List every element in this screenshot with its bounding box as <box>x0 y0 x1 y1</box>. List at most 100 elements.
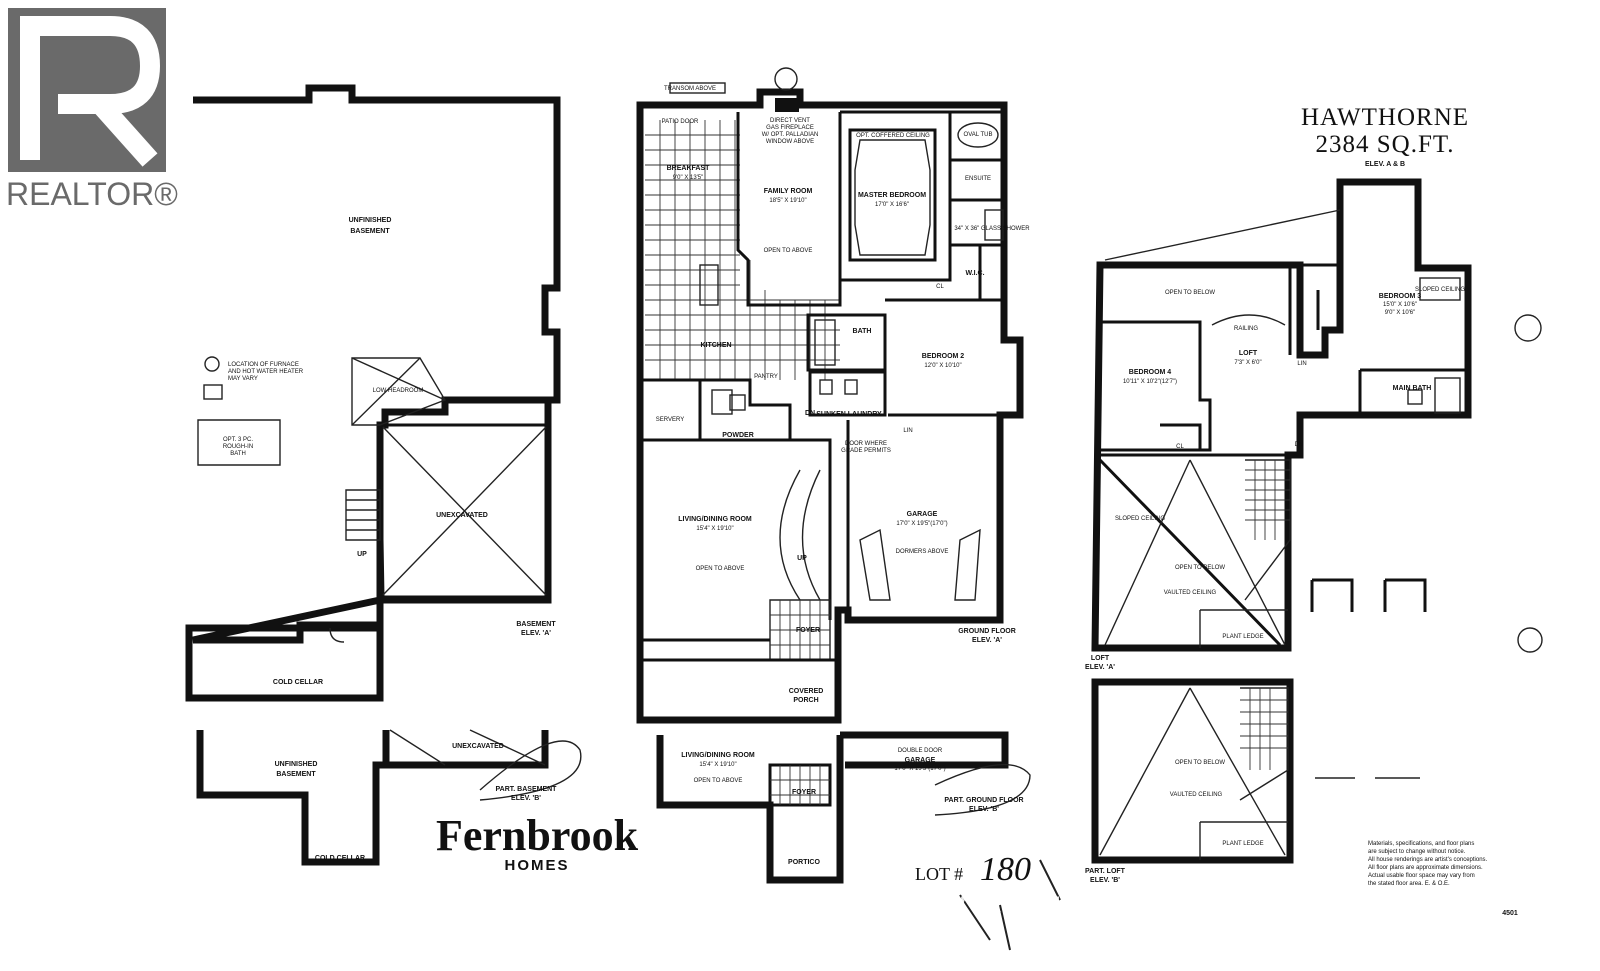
loft-b-caption-2: ELEV. 'B' <box>1090 877 1120 884</box>
rough-in-note-2: ROUGH-IN <box>223 444 253 450</box>
bedroom2-label: BEDROOM 2 <box>922 353 965 360</box>
realtor-r-icon <box>20 16 161 167</box>
brokerage-watermark: RE/MAX WEST REALTY INC., Brokerage <box>522 886 1077 919</box>
furnace-note-2: AND HOT WATER HEATER <box>228 369 304 375</box>
wic-label: W.I.C. <box>965 270 984 277</box>
builder-name: Fernbrook <box>436 811 639 860</box>
bedroom4-label: BEDROOM 4 <box>1129 369 1172 376</box>
note-line-6: the stated floor area. E. & O.E. <box>1368 881 1450 887</box>
transom-label: TRANSOM ABOVE <box>664 86 716 92</box>
fireplace-note-3: W/ OPT. PALLADIAN <box>762 132 819 138</box>
loft-dn-label: DN <box>1295 442 1304 448</box>
master-bedroom-label: MASTER BEDROOM <box>858 192 926 199</box>
lot-label: LOT # <box>915 864 963 884</box>
note-line-5: Actual usable floor space may vary from <box>1368 873 1475 879</box>
basement-plan: UNFINISHED BASEMENT LOCATION OF FURNACE … <box>185 84 561 702</box>
bedroom2-dim: 12'0" X 10'10" <box>924 363 961 369</box>
powder-label: POWDER <box>722 432 754 439</box>
basement-b-unfinished: UNFINISHED <box>275 761 318 768</box>
basement-unfinished-label: UNFINISHED <box>349 217 392 224</box>
builder-sub: HOMES <box>504 857 569 874</box>
double-door-label: DOUBLE DOOR <box>898 748 943 754</box>
loft-lin-label: LIN <box>1297 361 1306 367</box>
loft-b-vaulted: VAULTED CEILING <box>1170 792 1223 798</box>
basement-b-caption-1: PART. BASEMENT <box>496 786 558 793</box>
plan-area: 2384 SQ.FT. <box>1315 131 1454 158</box>
rough-in-note-1: OPT. 3 PC. <box>223 437 253 443</box>
ground-up-label: UP <box>797 555 807 562</box>
realtor-label: REALTOR® <box>6 176 178 212</box>
fireplace-note-4: WINDOW ABOVE <box>766 139 814 145</box>
living-dining-label: LIVING/DINING ROOM <box>678 516 752 523</box>
living-dining-dim: 15'4" X 19'10" <box>696 526 733 532</box>
note-line-2: are subject to change without notice. <box>1368 849 1466 855</box>
basement-b-caption-2: ELEV. 'B' <box>511 795 541 802</box>
loft-sloped-ceiling: SLOPED CEILING <box>1115 516 1165 522</box>
low-headroom-label: LOW HEADROOM <box>373 388 424 394</box>
basement-up-label: UP <box>357 551 367 558</box>
family-room-dim: 18'5" X 19'10" <box>769 198 806 204</box>
loft-open-to-below: OPEN TO BELOW <box>1175 565 1225 571</box>
ground-b-open-above: OPEN TO ABOVE <box>694 778 743 784</box>
coffered-ceiling-label: OPT. COFFERED CEILING <box>856 133 930 139</box>
bedroom3-label: BEDROOM 3 <box>1379 293 1422 300</box>
servery-label: SERVERY <box>656 417 684 423</box>
door-note-1: DOOR WHERE <box>845 441 887 447</box>
basement-basement-label: BASEMENT <box>350 228 390 235</box>
foyer-label: FOYER <box>796 627 820 634</box>
door-note-2: GRADE PERMITS <box>841 448 891 454</box>
main-bath-label: MAIN BATH <box>1393 385 1432 392</box>
garage-dim: 17'0" X 19'5"(17'0") <box>896 521 947 527</box>
breakfast-label: BREAKFAST <box>667 165 711 172</box>
plan-elevation: ELEV. A & B <box>1365 161 1405 168</box>
basement-caption-1: BASEMENT <box>516 621 556 628</box>
basement-caption-2: ELEV. 'A' <box>521 630 551 637</box>
living-open-to-above: OPEN TO ABOVE <box>696 566 745 572</box>
loft-caption-1: LOFT <box>1091 655 1110 662</box>
loft-open-below: OPEN TO BELOW <box>1165 290 1215 296</box>
oval-tub-label: OVAL TUB <box>964 132 993 138</box>
note-line-4: All floor plans are approximate dimensio… <box>1368 865 1483 871</box>
patio-door-label: PATIO DOOR <box>662 119 699 125</box>
note-line-3: All house renderings are artist's concep… <box>1368 857 1488 863</box>
bath-label: BATH <box>853 328 872 335</box>
bedroom3-dim2: 9'0" X 10'6" <box>1385 310 1416 316</box>
plan-code: 4501 <box>1502 910 1518 917</box>
dormers-label: DORMERS ABOVE <box>896 549 949 555</box>
breakfast-dim: 9'0" X 13'5" <box>673 175 704 181</box>
loft-dim: 7'3" X 6'0" <box>1234 360 1261 366</box>
loft-b-open-below: OPEN TO BELOW <box>1175 760 1225 766</box>
loft-plan: OPEN TO BELOW BEDROOM 3 15'0" X 10'6" 9'… <box>1085 178 1543 671</box>
rough-in-note-3: BATH <box>230 451 246 457</box>
garage-label: GARAGE <box>907 511 938 518</box>
lot-value: 180 <box>980 851 1031 888</box>
upper-lin-label: LIN <box>903 428 912 434</box>
vaulted-ceiling-label: VAULTED CEILING <box>1164 590 1217 596</box>
ground-b-garage-dim: 17'0" X 19'5"(17'0") <box>894 766 945 772</box>
loft-cl-label: CL <box>1176 444 1184 450</box>
basement-b-plan: UNFINISHED BASEMENT UNEXCAVATED COLD CEL… <box>196 729 582 866</box>
ground-b-living-label: LIVING/DINING ROOM <box>681 752 755 759</box>
lot-number: LOT # 180 <box>915 851 1061 951</box>
furnace-note-1: LOCATION OF FURNACE <box>228 362 299 368</box>
bedroom4-dim: 10'11" X 10'2"(12'7") <box>1123 379 1177 385</box>
loft-label: LOFT <box>1239 350 1258 357</box>
fireplace-note-1: DIRECT VENT <box>770 118 810 124</box>
covered-porch-label-1: COVERED <box>789 688 824 695</box>
basement-b-unexcavated: UNEXCAVATED <box>452 743 504 750</box>
loft-b-plan: OPEN TO BELOW VAULTED CEILING PLANT LEDG… <box>1085 678 1420 884</box>
plan-title: HAWTHORNE 2384 SQ.FT. ELEV. A & B <box>1301 104 1469 168</box>
master-bedroom-dim: 17'0" X 16'6" <box>875 202 909 208</box>
bedroom3-dim: 15'0" X 10'6" <box>1383 302 1417 308</box>
family-open-above: OPEN TO ABOVE <box>764 248 813 254</box>
master-cl-label: CL <box>936 284 944 290</box>
ground-b-garage-label: GARAGE <box>905 757 936 764</box>
pantry-label: PANTRY <box>754 374 778 380</box>
ground-caption-2: ELEV. 'A' <box>972 637 1002 644</box>
disclaimer-notes: Materials, specifications, and floor pla… <box>1368 841 1518 917</box>
plan-name: HAWTHORNE <box>1301 104 1469 131</box>
loft-caption-2: ELEV. 'A' <box>1085 664 1115 671</box>
plant-ledge-label: PLANT LEDGE <box>1222 634 1263 640</box>
ensuite-label: ENSUITE <box>965 176 991 182</box>
